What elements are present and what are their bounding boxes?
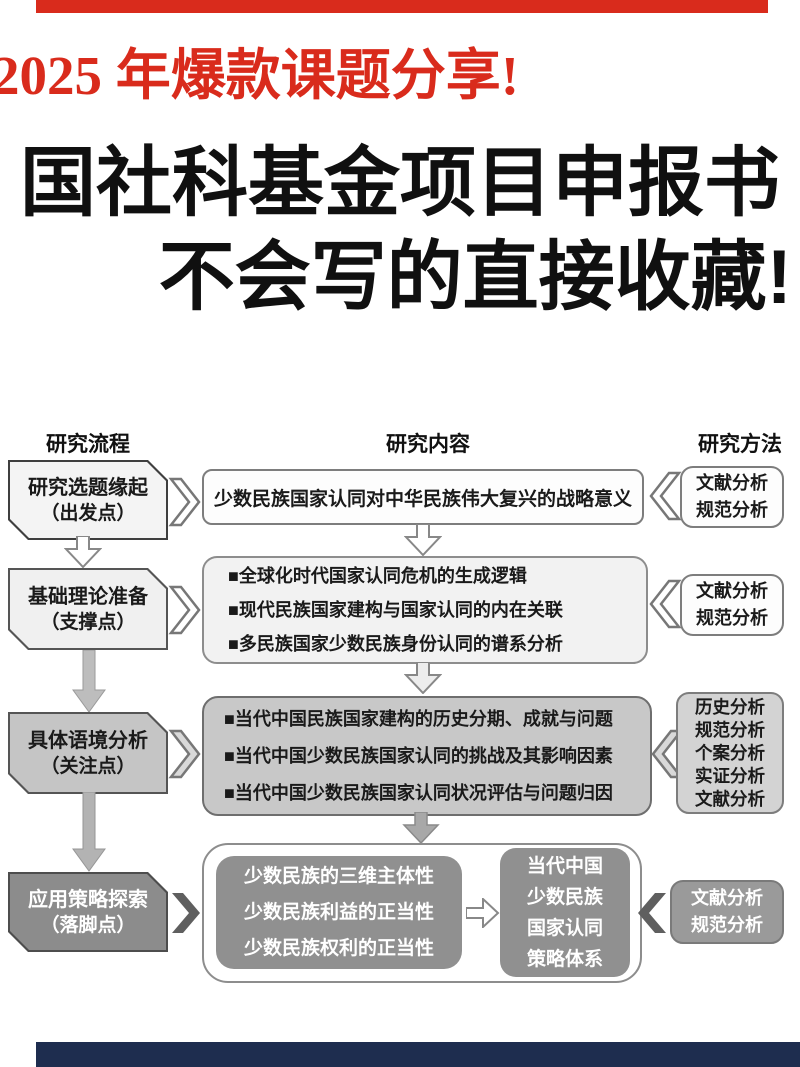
arrow-down-icon: [72, 792, 106, 872]
process-box-2-line1: 基础理论准备: [28, 585, 148, 608]
content-2-item3: ■多民族国家少数民族身份认同的谱系分析: [228, 634, 563, 654]
process-box-1-line2: （出发点）: [40, 502, 136, 524]
method-box-2: 文献分析 规范分析: [680, 574, 784, 636]
chevron-left-icon: [649, 471, 682, 521]
content-4-left-line3: 少数民族权利的正当性: [243, 937, 434, 959]
process-box-2: 基础理论准备 （支撑点）: [8, 568, 168, 650]
content-4-right-line4: 策略体系: [526, 948, 603, 970]
main-title-line2: 不会写的直接收藏!: [158, 235, 792, 320]
column-header-process: 研究流程: [46, 433, 130, 456]
method-3-line4: 实证分析: [695, 765, 765, 786]
content-2-item1: ■全球化时代国家认同危机的生成逻辑: [228, 566, 527, 586]
chevron-left-icon: [649, 579, 682, 629]
content-4-right-line2: 少数民族: [526, 886, 603, 908]
top-accent-bar: [36, 0, 768, 13]
content-3-item1: ■当代中国民族国家建构的历史分期、成就与问题: [224, 708, 613, 729]
content-3-item2: ■当代中国少数民族国家认同的挑战及其影响因素: [224, 745, 613, 766]
method-1-line2: 规范分析: [696, 500, 768, 520]
content-4-right-line1: 当代中国: [526, 855, 603, 877]
content-2-item2: ■现代民族国家建构与国家认同的内在关联: [228, 600, 563, 620]
process-box-3-line1: 具体语境分析: [28, 729, 148, 752]
process-box-4-line2: （落脚点）: [40, 914, 136, 936]
method-2-line2: 规范分析: [696, 608, 768, 628]
method-box-3: 历史分析 规范分析 个案分析 实证分析 文献分析: [676, 692, 784, 814]
arrow-down-icon: [402, 812, 440, 844]
content-4-right-line3: 国家认同: [526, 917, 603, 939]
content-4-left-line2: 少数民族利益的正当性: [243, 901, 434, 923]
method-3-line5: 文献分析: [695, 788, 765, 809]
arrow-down-icon: [404, 662, 442, 694]
content-box-4-right: 当代中国 少数民族 国家认同 策略体系: [500, 848, 630, 977]
method-3-line2: 规范分析: [695, 719, 765, 740]
process-box-3-line2: （关注点）: [40, 755, 136, 777]
column-header-content: 研究内容: [386, 433, 470, 456]
process-box-2-line2: （支撑点）: [40, 611, 136, 633]
content-4-left-line1: 少数民族的三维主体性: [243, 865, 434, 887]
method-3-line1: 历史分析: [695, 696, 765, 717]
arrow-down-icon: [64, 536, 102, 568]
column-header-method: 研究方法: [698, 433, 782, 456]
process-box-1: 研究选题缘起 （出发点）: [8, 460, 168, 540]
arrow-down-icon: [404, 524, 442, 556]
process-box-3: 具体语境分析 （关注点）: [8, 712, 168, 794]
method-3-line3: 个案分析: [695, 742, 765, 763]
headline-text: 2025 年爆款课题分享!: [0, 45, 520, 106]
method-2-line1: 文献分析: [696, 581, 768, 601]
content-box-4-left: 少数民族的三维主体性 少数民族利益的正当性 少数民族权利的正当性: [216, 856, 462, 969]
main-title-line1: 国社科基金项目申报书: [20, 141, 780, 226]
content-box-1: 少数民族国家认同对中华民族伟大复兴的战略意义: [202, 469, 644, 525]
chevron-left-solid-icon: [638, 893, 666, 933]
process-box-4-line1: 应用策略探索: [28, 888, 148, 911]
chevron-right-icon: [168, 477, 201, 527]
chevron-left-icon: [651, 729, 684, 779]
chevron-right-solid-icon: [172, 893, 200, 933]
method-4-line2: 规范分析: [691, 915, 763, 935]
content-box-1-text: 少数民族国家认同对中华民族伟大复兴的战略意义: [213, 488, 632, 510]
process-box-1-line1: 研究选题缘起: [28, 476, 148, 499]
chevron-right-icon: [168, 729, 201, 779]
content-box-2: ■全球化时代国家认同危机的生成逻辑 ■现代民族国家建构与国家认同的内在关联 ■多…: [202, 556, 648, 664]
method-1-line1: 文献分析: [696, 473, 768, 493]
process-box-4: 应用策略探索 （落脚点）: [8, 872, 168, 952]
chevron-right-icon: [168, 585, 201, 635]
arrow-right-icon: [466, 898, 500, 928]
method-box-4: 文献分析 规范分析: [670, 880, 784, 944]
content-box-3: ■当代中国民族国家建构的历史分期、成就与问题 ■当代中国少数民族国家认同的挑战及…: [202, 696, 652, 816]
method-4-line1: 文献分析: [691, 888, 763, 908]
method-box-1: 文献分析 规范分析: [680, 466, 784, 528]
bottom-accent-bar: [36, 1042, 800, 1067]
content-3-item3: ■当代中国少数民族国家认同状况评估与问题归因: [224, 782, 613, 803]
arrow-down-icon: [72, 650, 106, 713]
